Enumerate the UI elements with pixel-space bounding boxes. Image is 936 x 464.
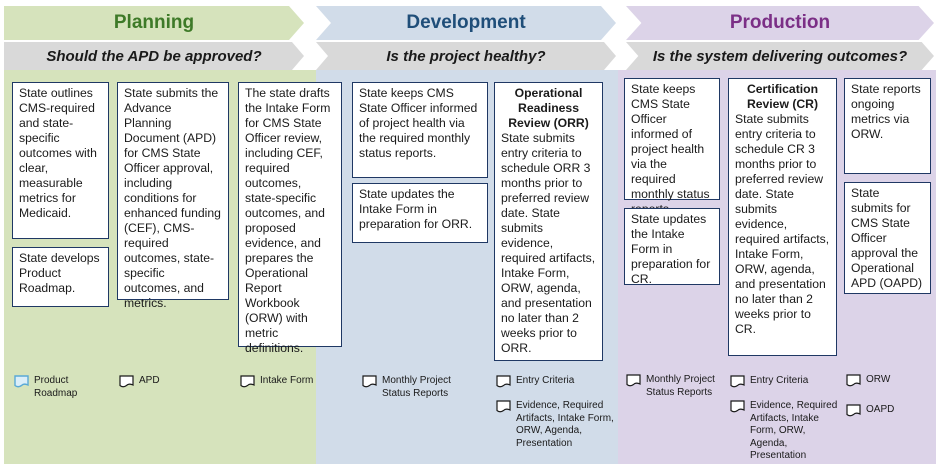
document-icon bbox=[14, 375, 29, 388]
step-box-dev-status-reports: State keeps CMS State Officer informed o… bbox=[352, 82, 488, 178]
doc-oapd: OAPD bbox=[846, 404, 926, 417]
doc-prod-monthly-reports: Monthly Project Status Reports bbox=[626, 374, 726, 399]
document-icon bbox=[496, 375, 511, 388]
document-icon bbox=[730, 375, 745, 388]
step-box-orr: Operational Readiness Review (ORR) State… bbox=[494, 82, 603, 361]
doc-label: OAPD bbox=[866, 404, 895, 415]
document-icon bbox=[119, 375, 134, 388]
doc-product-roadmap: Product Roadmap bbox=[14, 375, 114, 400]
step-box-oapd: State submits for CMS State Officer appr… bbox=[844, 182, 931, 294]
step-box-product-roadmap: State develops Product Roadmap. bbox=[12, 247, 109, 307]
step-box-cr: Certification Review (CR) State submits … bbox=[728, 78, 837, 356]
doc-dev-monthly-reports: Monthly Project Status Reports bbox=[362, 375, 462, 400]
step-text: State updates the Intake Form in prepara… bbox=[631, 212, 711, 286]
development-question: Is the project healthy? bbox=[316, 42, 616, 70]
step-box-intake-form: The state drafts the Intake Form for CMS… bbox=[238, 82, 342, 355]
document-icon bbox=[846, 374, 861, 387]
step-title: Operational Readiness Review (ORR) bbox=[508, 86, 589, 130]
document-icon bbox=[626, 374, 641, 387]
doc-intake-form: Intake Form bbox=[240, 375, 316, 388]
development-phase-header: Development bbox=[316, 6, 616, 40]
step-text: State keeps CMS State Officer informed o… bbox=[359, 86, 478, 160]
doc-label: ORW bbox=[866, 374, 891, 385]
doc-label: Monthly Project Status Reports bbox=[382, 375, 451, 399]
step-box-submit-apd: State submits the Advance Planning Docum… bbox=[117, 82, 229, 310]
doc-label: Evidence, Required Artifacts, Intake For… bbox=[750, 400, 838, 461]
document-icon bbox=[730, 400, 745, 413]
doc-label: Entry Criteria bbox=[516, 375, 575, 386]
planning-phase-header: Planning bbox=[4, 6, 304, 40]
doc-prod-evidence: Evidence, Required Artifacts, Intake For… bbox=[730, 400, 842, 463]
step-text: State submits for CMS State Officer appr… bbox=[851, 186, 923, 290]
step-title: Certification Review (CR) bbox=[746, 82, 819, 111]
doc-label: Monthly Project Status Reports bbox=[646, 374, 715, 398]
document-icon bbox=[240, 375, 255, 388]
doc-apd: APD bbox=[119, 375, 179, 388]
step-box-outline-outcomes: State outlines CMS-required and state-sp… bbox=[12, 82, 109, 239]
doc-label: Evidence, Required Artifacts, Intake For… bbox=[516, 400, 614, 449]
doc-dev-evidence: Evidence, Required Artifacts, Intake For… bbox=[496, 400, 614, 450]
doc-dev-entry-criteria: Entry Criteria bbox=[496, 375, 608, 388]
production-question: Is the system delivering outcomes? bbox=[626, 42, 934, 70]
doc-label: Intake Form bbox=[260, 375, 314, 386]
step-text: State submits entry criteria to schedule… bbox=[735, 112, 830, 336]
step-text: State develops Product Roadmap. bbox=[19, 251, 100, 295]
doc-label: Entry Criteria bbox=[750, 375, 809, 386]
step-text: The state drafts the Intake Form for CMS… bbox=[245, 86, 331, 355]
step-text: State updates the Intake Form in prepara… bbox=[359, 187, 473, 231]
step-text: State submits the Advance Planning Docum… bbox=[124, 86, 221, 310]
doc-label: Product Roadmap bbox=[34, 375, 78, 399]
document-icon bbox=[362, 375, 377, 388]
document-icon bbox=[496, 400, 511, 413]
step-box-ongoing-metrics: State reports ongoing metrics via ORW. bbox=[844, 78, 931, 174]
step-box-dev-update-intake: State updates the Intake Form in prepara… bbox=[352, 183, 488, 243]
step-text: State reports ongoing metrics via ORW. bbox=[851, 82, 921, 141]
step-text: State keeps CMS State Officer informed o… bbox=[631, 82, 710, 216]
document-icon bbox=[846, 404, 861, 417]
step-text: State outlines CMS-required and state-sp… bbox=[19, 86, 97, 220]
production-phase-header: Production bbox=[626, 6, 934, 40]
doc-label: APD bbox=[139, 375, 160, 386]
step-box-prod-update-intake: State updates the Intake Form in prepara… bbox=[624, 208, 720, 286]
step-box-prod-status-reports: State keeps CMS State Officer informed o… bbox=[624, 78, 720, 216]
planning-question: Should the APD be approved? bbox=[4, 42, 304, 70]
step-text: State submits entry criteria to schedule… bbox=[501, 131, 596, 355]
doc-prod-entry-criteria: Entry Criteria bbox=[730, 375, 840, 388]
doc-orw: ORW bbox=[846, 374, 926, 387]
